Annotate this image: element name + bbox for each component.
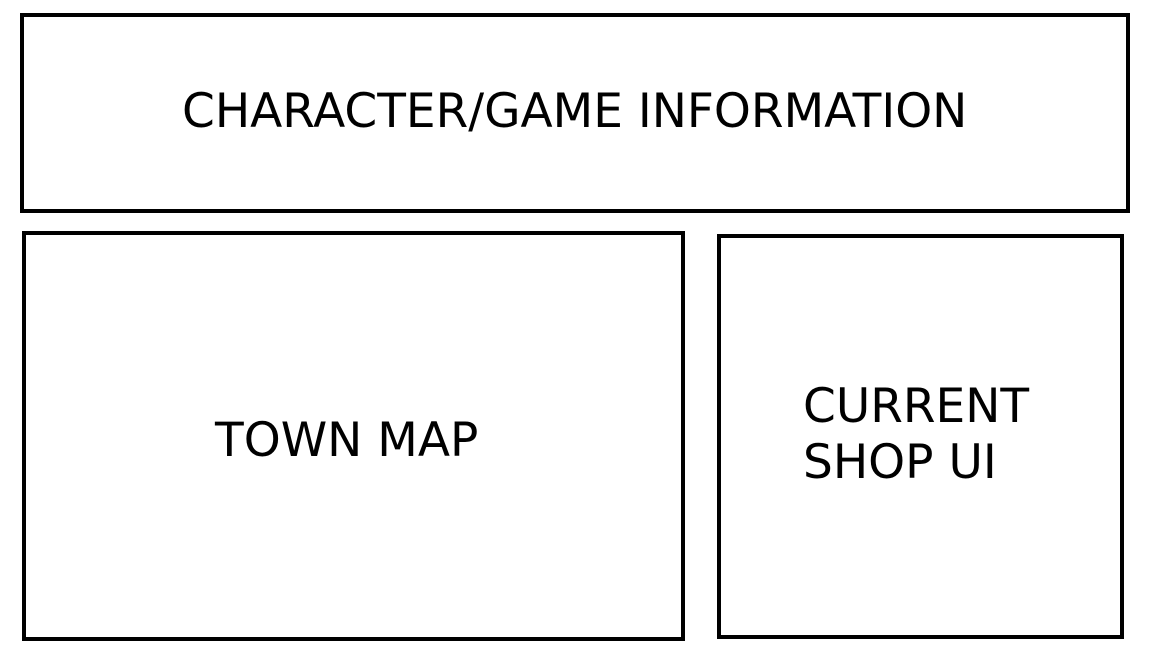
- current-shop-ui-panel: CURRENT SHOP UI: [717, 234, 1124, 639]
- current-shop-ui-label-line-1: CURRENT: [803, 379, 1030, 434]
- current-shop-ui-label-line-2: SHOP UI: [803, 435, 997, 490]
- character-game-info-label: CHARACTER/GAME INFORMATION: [182, 84, 968, 139]
- current-shop-ui-label: CURRENT SHOP UI: [803, 379, 1029, 491]
- character-game-info-panel: CHARACTER/GAME INFORMATION: [20, 13, 1130, 213]
- town-map-panel: TOWN MAP: [22, 231, 685, 641]
- town-map-label: TOWN MAP: [215, 413, 479, 468]
